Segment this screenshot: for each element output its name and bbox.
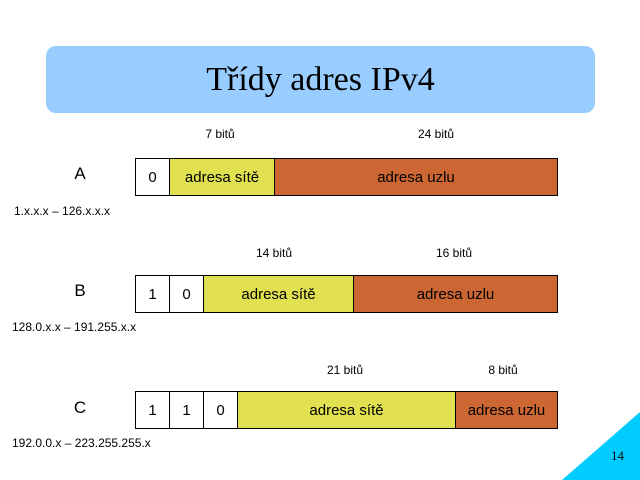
class-c-prefix-bit-2: 1	[170, 392, 204, 428]
class-c-label: C	[73, 398, 87, 417]
class-c-network-bits: 21 bitů	[326, 363, 364, 377]
class-c-range: 192.0.0.x – 223.255.255.x	[12, 436, 151, 450]
class-a-label: A	[74, 164, 86, 183]
page-number: 14	[611, 448, 624, 463]
class-a-host-bits: 24 bitů	[417, 127, 455, 141]
class-a-host-field: adresa uzlu	[275, 159, 557, 195]
class-b-prefix-bit-2: 0	[170, 276, 204, 312]
class-b-address-row: 1 0 adresa sítě adresa uzlu	[135, 275, 558, 313]
class-a-prefix-bit-1: 0	[136, 159, 170, 195]
class-a-network-field: adresa sítě	[170, 159, 275, 195]
class-c-network-field: adresa sítě	[238, 392, 456, 428]
class-c-prefix-bit-3: 0	[204, 392, 238, 428]
class-b-range: 128.0.x.x – 191.255.x.x	[12, 320, 137, 334]
class-a-range: 1.x.x.x – 126.x.x.x	[14, 204, 111, 218]
class-b-host-bits: 16 bitů	[435, 246, 473, 260]
class-a-address-row: 0 adresa sítě adresa uzlu	[135, 158, 558, 196]
class-b-prefix-bit-1: 1	[136, 276, 170, 312]
class-b-network-bits: 14 bitů	[255, 246, 293, 260]
title-box: Třídy adres IPv4	[46, 46, 595, 113]
class-a-network-bits: 7 bitů	[205, 127, 235, 141]
class-b-network-field: adresa sítě	[204, 276, 354, 312]
class-b-label: B	[74, 281, 86, 300]
class-c-host-bits: 8 bitů	[488, 363, 518, 377]
corner-triangle-decoration	[562, 412, 640, 480]
slide-title: Třídy adres IPv4	[206, 60, 435, 98]
class-c-host-field: adresa uzlu	[456, 392, 557, 428]
class-c-address-row: 1 1 0 adresa sítě adresa uzlu	[135, 391, 558, 429]
class-b-host-field: adresa uzlu	[354, 276, 557, 312]
class-c-prefix-bit-1: 1	[136, 392, 170, 428]
